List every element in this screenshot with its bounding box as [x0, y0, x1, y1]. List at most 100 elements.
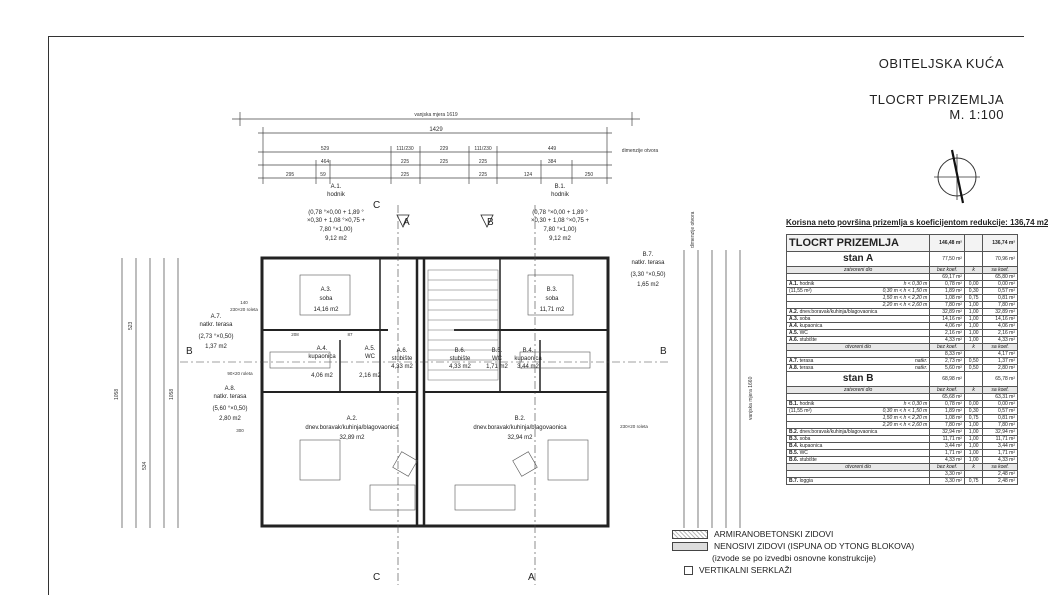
svg-text:B.3.: B.3.	[547, 287, 558, 293]
dim-r1-0: 529	[321, 146, 330, 152]
svg-text:32,89 m2: 32,89 m2	[339, 435, 365, 441]
svg-text:230×20 roleta: 230×20 roleta	[230, 307, 258, 312]
dim-r2-4: 384	[548, 159, 557, 165]
dim-r3-2: 225	[401, 172, 410, 178]
dim-label-top: dimenzije otvora	[622, 148, 659, 154]
area-table-caption: Korisna neto površina prizemlja s koefic…	[786, 218, 1048, 227]
svg-text:×0,30 + 1,08 °×0,75 +: ×0,30 + 1,08 °×0,75 +	[307, 218, 366, 224]
right-dimension-lines	[683, 250, 741, 528]
table-row: A.2. dnev.boravak/kuhinja/blagovaonica 3…	[785, 308, 1018, 316]
svg-text:300: 300	[236, 428, 244, 433]
svg-text:230×20 roleta: 230×20 roleta	[620, 424, 648, 429]
dim-r1-2: 229	[440, 146, 449, 152]
svg-text:9,12 m2: 9,12 m2	[549, 236, 571, 242]
svg-text:A.5.: A.5.	[365, 346, 376, 352]
dim-right-label: dimenzije otvora	[690, 211, 696, 248]
dim-r1-4: 449	[548, 146, 557, 152]
section-c-bottom: C	[373, 572, 380, 583]
svg-text:kupaonica: kupaonica	[308, 354, 336, 360]
legend-note: (izvode se po izvedbi osnovne konstrukci…	[712, 553, 876, 563]
dim-left-1: 534	[142, 461, 148, 470]
section-a-bottom: A	[528, 572, 535, 583]
dim-r2-0: 464	[321, 159, 330, 165]
legend-item-rc: ARMIRANOBETONSKI ZIDOVI	[672, 528, 914, 540]
legend: ARMIRANOBETONSKI ZIDOVI NENOSIVI ZIDOVI …	[672, 528, 914, 576]
svg-text:WC: WC	[492, 356, 503, 362]
svg-text:stubište: stubište	[450, 356, 471, 362]
furniture	[269, 274, 591, 511]
svg-text:soba: soba	[545, 296, 559, 302]
table-head-label: TLOCRT PRIZEMLJA	[785, 234, 931, 252]
label-b5: B.5.WC1,71 m2	[486, 348, 508, 370]
building-walls	[260, 256, 610, 528]
svg-text:7,80 °×1,00): 7,80 °×1,00)	[320, 227, 353, 233]
label-b3: B.3. soba 11,71 m2	[540, 287, 565, 313]
svg-text:(0,78 °×0,00 + 1,89 °: (0,78 °×0,00 + 1,89 °	[532, 210, 588, 216]
table-head-gross: 146,48 m²	[929, 234, 965, 252]
legend-item-nn: NENOSIVI ZIDOVI (ISPUNA OD YTONG BLOKOVA…	[672, 540, 914, 552]
room-labels: A.1.hodnik(0,78 °×0,00 + 1,89 °×0,30 + 1…	[199, 184, 666, 441]
svg-text:(3,30 °×0,50): (3,30 °×0,50)	[631, 272, 666, 278]
section-b-left: B	[186, 346, 193, 357]
dim-left-0: 523	[128, 321, 134, 330]
area-table: TLOCRT PRIZEMLJA 146,48 m² 136,74 m² sta…	[785, 234, 1018, 485]
svg-text:×0,30 + 1,08 °×0,75 +: ×0,30 + 1,08 °×0,75 +	[531, 218, 590, 224]
left-dimension-lines	[121, 258, 179, 528]
svg-text:B.4.: B.4.	[523, 348, 534, 354]
svg-text:A.7.: A.7.	[211, 314, 222, 320]
dim-r3-3: 225	[479, 172, 488, 178]
svg-text:32,94 m2: 32,94 m2	[507, 435, 533, 441]
svg-text:A.1.: A.1.	[331, 184, 342, 190]
table-head-net: 136,74 m²	[982, 234, 1018, 252]
svg-text:WC: WC	[365, 354, 376, 360]
svg-text:2,80 m2: 2,80 m2	[219, 416, 241, 422]
dim-outer: vanjska mjera 1619	[414, 112, 458, 118]
label-a2: A.2.dnev.boravak/kuhinja/blagovaonica32,…	[305, 416, 399, 441]
project-title: OBITELJSKA KUĆA	[878, 56, 1004, 71]
svg-text:kupaonica: kupaonica	[514, 356, 542, 362]
svg-text:9,12 m2: 9,12 m2	[325, 236, 347, 242]
dim-right-outer: vanjska mjera 1660	[748, 376, 754, 420]
svg-text:A.8.: A.8.	[225, 386, 236, 392]
dim-r3-4: 124	[524, 172, 533, 178]
svg-text:B.1.: B.1.	[555, 184, 566, 190]
dim-left-2: 1058	[114, 389, 120, 400]
svg-text:4,33 m2: 4,33 m2	[449, 364, 471, 370]
section-c-top: C	[373, 200, 380, 211]
svg-text:A.6.: A.6.	[397, 348, 408, 354]
svg-text:1,71 m2: 1,71 m2	[486, 364, 508, 370]
dim-r2-3: 225	[479, 159, 488, 165]
svg-text:4,06 m2: 4,06 m2	[311, 373, 333, 379]
svg-text:1,65 m2: 1,65 m2	[637, 282, 659, 288]
svg-text:90×20 roleta: 90×20 roleta	[227, 371, 253, 376]
svg-text:11,71 m2: 11,71 m2	[540, 307, 565, 313]
drawing-title: TLOCRT PRIZEMLJA	[869, 92, 1004, 107]
svg-text:natkr. terasa: natkr. terasa	[631, 260, 665, 266]
dim-inner: 1429	[429, 127, 443, 133]
svg-text:3,44 m2: 3,44 m2	[517, 364, 539, 370]
svg-text:B.7.: B.7.	[643, 252, 654, 258]
